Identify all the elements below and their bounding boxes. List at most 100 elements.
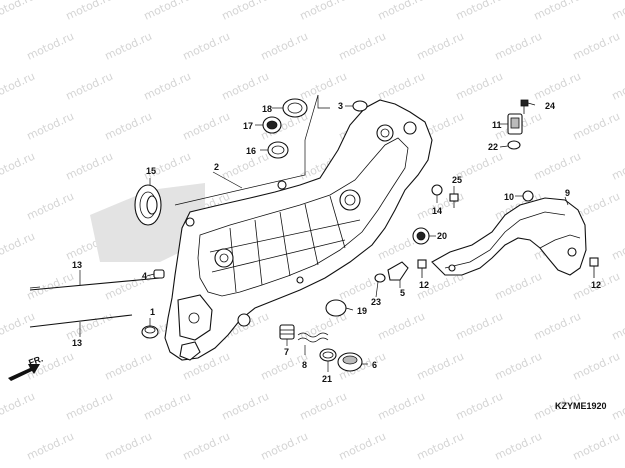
spring-8 [297,332,329,355]
watermark-text: motod.ru [103,350,154,383]
watermark-text: motod.ru [454,310,505,343]
watermark-text: motod.ru [415,30,466,63]
bolt-12-right [589,257,599,278]
callout-12: 12 [419,280,429,290]
watermark-text: motod.ru [454,70,505,103]
callout-4: 4 [142,271,147,281]
nut-14 [431,184,443,203]
cover-9 [431,196,587,276]
watermark-text: motod.ru [25,30,76,63]
bearing-18 [272,98,308,118]
stud-13-lower [29,314,133,337]
watermark-text: motod.ru [0,230,37,263]
watermark-text: motod.ru [0,310,37,343]
watermark-text: motod.ru [0,0,37,23]
callout-2: 2 [214,162,219,172]
watermark-text: motod.ru [64,0,115,23]
strainer-19 [325,299,354,317]
watermark-text: motod.ru [298,390,349,423]
bracket-5 [387,261,409,288]
callout-18: 18 [262,104,272,114]
callout-15: 15 [146,166,156,176]
watermark-text: motod.ru [493,430,544,463]
nut-10 [515,190,534,202]
watermark-text: motod.ru [181,30,232,63]
callout-24: 24 [545,101,555,111]
callout-12: 12 [591,280,601,290]
watermark-text: motod.ru [415,350,466,383]
pin-23 [374,273,386,298]
dowel-4 [146,269,165,279]
watermark-text: motod.ru [298,70,349,103]
callout-23: 23 [371,297,381,307]
seal-20 [412,227,436,245]
watermark-text: motod.ru [493,350,544,383]
watermark-text: motod.ru [25,430,76,463]
watermark-text: motod.ru [220,70,271,103]
callout-20: 20 [437,231,447,241]
watermark-text: motod.ru [181,110,232,143]
front-direction-label: FR. [27,354,44,368]
callout-1: 1 [150,307,155,317]
watermark-text: motod.ru [610,0,625,23]
watermark-text: motod.ru [298,0,349,23]
watermark-text: motod.ru [532,150,583,183]
watermark-text: motod.ru [376,70,427,103]
bolt-12-left [417,259,427,278]
seal-17 [255,116,282,134]
bolt-25 [449,186,459,208]
left-crankcase [164,99,433,361]
bearing-15 [134,178,162,226]
watermark-text: motod.ru [64,150,115,183]
callout-14: 14 [432,206,442,216]
watermark-text: motod.ru [220,390,271,423]
watermark-text: motod.ru [493,30,544,63]
watermark-text: motod.ru [454,0,505,23]
watermark-text: motod.ru [610,390,625,423]
callout-22: 22 [488,142,498,152]
callout-11: 11 [492,120,502,130]
watermark-text: motod.ru [415,430,466,463]
watermark-text: motod.ru [376,310,427,343]
watermark-text: motod.ru [532,310,583,343]
watermark-text: motod.ru [337,430,388,463]
watermark-text: motod.ru [142,70,193,103]
plug-7 [279,324,295,346]
watermark-text: motod.ru [532,70,583,103]
watermark-text: motod.ru [103,110,154,143]
watermark-text: motod.ru [142,390,193,423]
watermark-text: motod.ru [220,0,271,23]
watermark-text: motod.ru [571,350,622,383]
callout-13: 13 [72,260,82,270]
dowel-1 [141,318,159,339]
watermark-text: motod.ru [610,310,625,343]
bushing-3 [345,100,368,112]
callout-3: 3 [338,101,343,111]
watermark-text: motod.ru [181,430,232,463]
callout-10: 10 [504,192,514,202]
callout-25: 25 [452,175,462,185]
watermark-text: motod.ru [103,30,154,63]
callout-6: 6 [372,360,377,370]
oring-22 [499,140,521,150]
watermark-text: motod.ru [337,30,388,63]
callout-8: 8 [302,360,307,370]
callout-7: 7 [284,347,289,357]
watermark-text: motod.ru [493,270,544,303]
callout-5: 5 [400,288,405,298]
callout-16: 16 [246,146,256,156]
watermark-text: motod.ru [64,390,115,423]
watermark-text: motod.ru [64,70,115,103]
watermark-text: motod.ru [376,0,427,23]
watermark-text: motod.ru [571,30,622,63]
callout-19: 19 [357,306,367,316]
bracket-2 [174,94,330,206]
watermark-text: motod.ru [103,430,154,463]
watermark-text: motod.ru [532,0,583,23]
front-direction-arrow: FR. [8,354,44,381]
watermark-text: motod.ru [259,30,310,63]
watermark-text: motod.ru [25,190,76,223]
watermark-text: motod.ru [0,150,37,183]
